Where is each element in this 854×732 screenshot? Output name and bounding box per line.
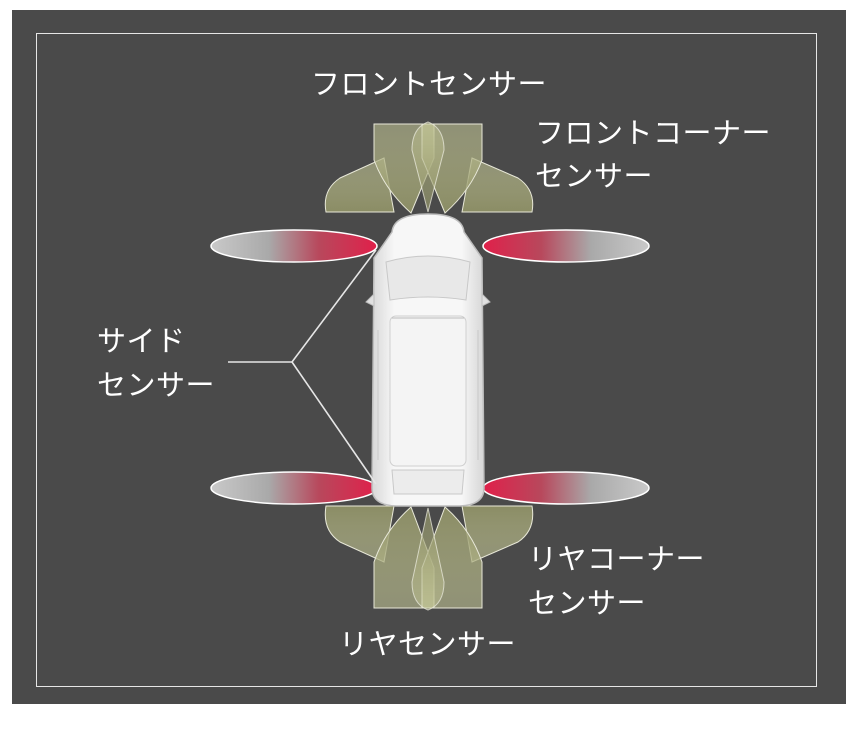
label-rear-corner-sensor-line2: センサー [528, 586, 647, 620]
rear-corner-zone-right [461, 505, 534, 563]
mirror-right-icon [481, 292, 491, 307]
side-zone-rear-left [210, 471, 378, 505]
front-sensor-zones [324, 121, 534, 214]
side-zone-front-left [210, 229, 378, 263]
side-sensor-leader-lines [228, 249, 377, 485]
label-side-sensor-line1: サイド [97, 324, 186, 358]
rear-center-zone-middle [411, 507, 445, 611]
front-center-zone-middle [411, 121, 445, 213]
leader-line-to-front [291, 249, 377, 363]
side-zone-front-right [482, 229, 650, 263]
rear-corner-zone-left [324, 505, 395, 563]
car-windshield [385, 255, 471, 301]
car-rear-window [391, 469, 465, 495]
front-corner-zone-right [461, 157, 534, 213]
mirror-left-icon [365, 292, 375, 307]
car-top-view [365, 213, 491, 507]
diagram-frame [36, 33, 817, 687]
label-front-corner-sensor-line2: センサー [535, 159, 654, 193]
leader-line-to-rear [291, 361, 377, 485]
label-rear-sensor: リヤセンサー [339, 627, 517, 661]
rear-sensor-zones [324, 505, 534, 611]
side-sensor-zones [210, 229, 650, 505]
label-front-corner-sensor-line1: フロントコーナー [535, 116, 772, 150]
car-roof [389, 315, 467, 467]
label-side-sensor-line2: センサー [97, 368, 216, 402]
label-rear-corner-sensor-line1: リヤコーナー [528, 542, 706, 576]
side-zone-rear-right [482, 471, 650, 505]
front-corner-zone-left [324, 157, 395, 213]
label-front-sensor: フロントセンサー [311, 67, 548, 101]
